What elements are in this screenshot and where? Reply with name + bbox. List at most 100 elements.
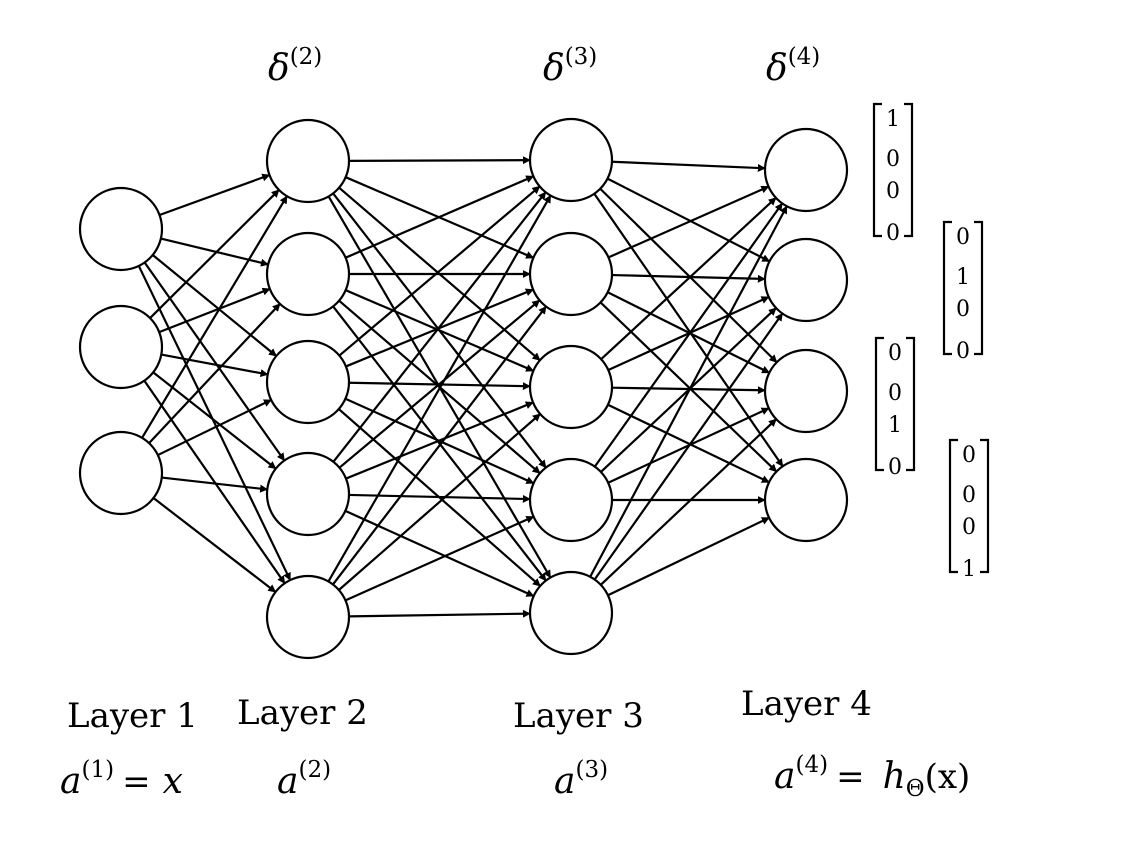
edge-l3n5-l4n2 bbox=[593, 312, 784, 581]
edge-l2n5-l3n1 bbox=[327, 194, 552, 583]
edge-l3n5-l4n3 bbox=[600, 418, 777, 586]
neuron-layer-1-1 bbox=[78, 186, 164, 272]
edge-l2n4-l3n5 bbox=[344, 509, 535, 598]
neuron-layer-3-4 bbox=[528, 457, 614, 543]
edge-l2n3-l3n1 bbox=[338, 185, 541, 357]
edge-l2n5-l3n4 bbox=[345, 515, 535, 602]
left-bracket bbox=[948, 438, 958, 574]
edge-l1n2-l2n5 bbox=[143, 380, 286, 584]
delta-label-layer-3: δ(3) bbox=[543, 44, 597, 89]
activation-label-layer-1: a(1)=x bbox=[60, 757, 183, 802]
vector-entry: 0 bbox=[962, 515, 976, 540]
vector-entry: 0 bbox=[888, 341, 902, 366]
edge-l2n5-l3n3 bbox=[338, 413, 541, 591]
edge-l3n3-l4n1 bbox=[600, 197, 777, 360]
edge-l1n3-l2n4 bbox=[161, 476, 269, 493]
activation-label-layer-2: a(2) bbox=[277, 757, 331, 802]
neuron-layer-1-2 bbox=[78, 304, 164, 390]
edge-l2n2-l3n3 bbox=[345, 289, 535, 372]
vector-entry: 1 bbox=[886, 107, 900, 132]
vector-entry: 0 bbox=[962, 443, 976, 468]
vector-entry: 0 bbox=[886, 147, 900, 172]
edge-l2n4-l3n3 bbox=[345, 401, 534, 480]
layer-2-label: Layer 2 bbox=[237, 693, 368, 733]
edge-l1n1-l2n2 bbox=[160, 237, 269, 267]
edge-l1n1-l2n5 bbox=[137, 265, 292, 581]
vector-entry: 0 bbox=[962, 483, 976, 508]
edge-l1n2-l2n2 bbox=[158, 287, 271, 334]
edge-l3n2-l4n1 bbox=[608, 185, 770, 259]
output-vector-3: 0 0 1 0 bbox=[874, 336, 916, 480]
edge-l1n2-l2n4 bbox=[152, 371, 277, 470]
vector-entry: 0 bbox=[888, 455, 902, 480]
edge-l3n1-l4n4 bbox=[593, 193, 784, 467]
edge-l2n2-l3n5 bbox=[332, 305, 547, 582]
vector-entry: 0 bbox=[956, 297, 970, 322]
edge-l3n5-l4n1 bbox=[589, 205, 788, 578]
vector-entry: 0 bbox=[956, 225, 970, 250]
edge-l3n4-l4n1 bbox=[593, 202, 784, 468]
neuron-layer-1-3 bbox=[78, 430, 164, 516]
neuron-layer-2-2 bbox=[265, 231, 351, 317]
neurons bbox=[78, 117, 849, 660]
right-bracket bbox=[904, 102, 914, 238]
edge-l1n1-l2n1 bbox=[159, 173, 271, 217]
edge-l1n2-l2n1 bbox=[149, 189, 280, 319]
edge-l2n4-l3n4 bbox=[348, 493, 531, 503]
output-vector-4: 0 0 0 1 bbox=[948, 438, 990, 582]
edge-l2n1-l3n1 bbox=[348, 156, 531, 165]
output-vector-1: 1 0 0 0 bbox=[872, 102, 914, 246]
vector-entry: 0 bbox=[956, 339, 970, 364]
vector-entry: 0 bbox=[886, 221, 900, 246]
edge-l2n4-l3n2 bbox=[338, 299, 541, 469]
left-bracket bbox=[872, 102, 882, 238]
neuron-layer-3-1 bbox=[528, 117, 614, 203]
vector-entry: 1 bbox=[962, 557, 976, 582]
right-bracket bbox=[974, 220, 984, 356]
edge-l3n1-l4n2 bbox=[607, 177, 771, 263]
neuron-layer-4-2 bbox=[763, 237, 849, 323]
one-hot-output-vectors: 1 0 0 0 0 1 0 0 0 0 1 0 0 0 0 1 bbox=[872, 102, 990, 582]
edge-l3n2-l4n2 bbox=[611, 273, 766, 283]
edge-l1n3-l2n5 bbox=[152, 497, 277, 593]
layer-4-label: Layer 4 bbox=[741, 684, 872, 724]
vector-entry: 0 bbox=[886, 179, 900, 204]
edge-l1n3-l2n1 bbox=[141, 195, 288, 439]
edge-l3n1-l4n3 bbox=[599, 187, 778, 364]
neuron-layer-2-4 bbox=[265, 451, 351, 537]
edge-l1n1-l2n3 bbox=[152, 254, 277, 357]
edge-l1n3-l2n2 bbox=[148, 303, 281, 444]
edge-l3n2-l4n4 bbox=[599, 301, 778, 473]
edge-l1n2-l2n3 bbox=[161, 353, 269, 378]
neuron-layer-2-3 bbox=[265, 339, 351, 425]
output-vector-2: 0 1 0 0 bbox=[942, 220, 984, 364]
neuron-layer-2-1 bbox=[265, 118, 351, 204]
edge-l3n5-l4n4 bbox=[607, 516, 770, 597]
left-bracket bbox=[942, 220, 952, 356]
edge-l3n1-l4n1 bbox=[611, 160, 766, 172]
neuron-layer-3-5 bbox=[528, 570, 614, 656]
layer-3-label: Layer 3 bbox=[513, 696, 644, 736]
neuron-layer-3-2 bbox=[528, 231, 614, 317]
connections bbox=[137, 156, 788, 618]
neuron-layer-3-3 bbox=[528, 344, 614, 430]
edge-l2n5-l3n2 bbox=[332, 305, 547, 586]
left-bracket bbox=[874, 336, 884, 472]
vector-entry: 1 bbox=[956, 265, 970, 290]
edge-l2n5-l3n5 bbox=[348, 609, 531, 618]
neuron-layer-4-3 bbox=[763, 348, 849, 434]
neuron-layer-4-4 bbox=[763, 457, 849, 543]
vector-entry: 1 bbox=[888, 413, 902, 438]
activation-label-layer-3: a(3) bbox=[554, 757, 608, 802]
edge-l1n1-l2n4 bbox=[143, 261, 286, 462]
vector-entry: 0 bbox=[888, 381, 902, 406]
edge-l3n3-l4n4 bbox=[607, 403, 770, 484]
delta-label-layer-4: δ(4) bbox=[766, 44, 820, 89]
edge-l1n3-l2n3 bbox=[157, 398, 272, 457]
right-bracket bbox=[980, 438, 990, 574]
layer-1-label: Layer 1 bbox=[67, 696, 198, 736]
activation-label-layer-4: a(4)=hΘ(x) bbox=[774, 752, 970, 802]
edge-l2n2-l3n1 bbox=[345, 175, 535, 259]
edge-l2n4-l3n1 bbox=[332, 191, 547, 463]
